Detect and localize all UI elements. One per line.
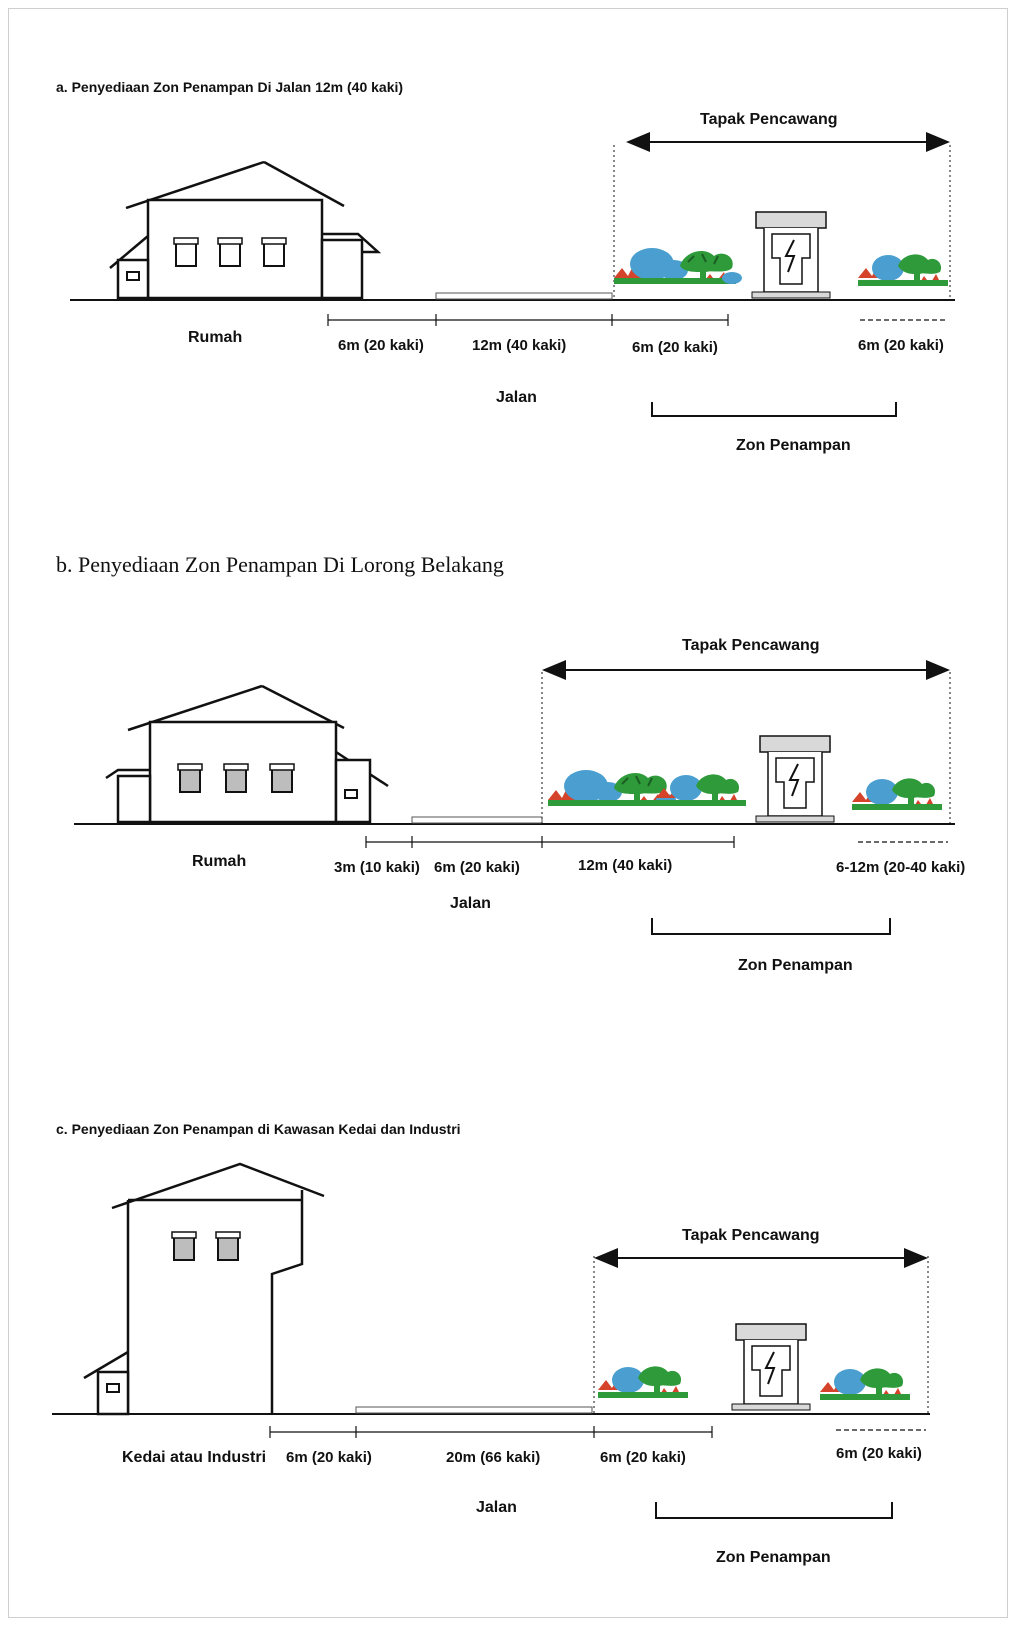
- panel-c-title: c. Penyediaan Zon Penampan di Kawasan Ke…: [56, 1121, 461, 1137]
- panel-b-zone-bracket: [651, 918, 891, 935]
- panel-c-dim-3: 6m (20 kaki): [600, 1449, 686, 1466]
- panel-b-vegetation-3: [852, 778, 942, 810]
- panel-c-zone-bracket: [655, 1502, 893, 1519]
- panel-c-road: [355, 1406, 593, 1414]
- panel-a-window-1: [173, 237, 199, 267]
- panel-c-zone-label: Zon Penampan: [716, 1549, 831, 1566]
- panel-a: a. Penyediaan Zon Penampan Di Jalan 12m …: [56, 79, 955, 454]
- panel-a-vegetation-left: [613, 247, 743, 285]
- panel-c-vegetation-left: [598, 1366, 688, 1398]
- panel-a-substation: [751, 211, 831, 299]
- panel-a-site-label: Tapak Pencawang: [700, 111, 838, 128]
- panel-b-zone-label: Zon Penampan: [738, 957, 853, 974]
- panel-b-vegetation-2: [656, 774, 746, 806]
- panel-b-dim-1: 3m (10 kaki): [334, 859, 420, 876]
- panel-b-house: [105, 684, 389, 824]
- panel-a-building-label: Rumah: [188, 329, 242, 346]
- panel-b-substation: [755, 735, 835, 823]
- panel-c-dim-4: 6m (20 kaki): [836, 1445, 922, 1462]
- panel-b-dim-4: 6-12m (20-40 kaki): [836, 859, 965, 876]
- panel-c-substation: [731, 1323, 811, 1411]
- panel-a-road-label: Jalan: [496, 389, 537, 406]
- panel-c-site-label: Tapak Pencawang: [682, 1227, 820, 1244]
- panel-b-building-label: Rumah: [192, 853, 246, 870]
- panel-b-window-3: [269, 763, 295, 793]
- panel-a-zone-bracket: [651, 402, 897, 417]
- panel-a-dim-3: 6m (20 kaki): [632, 339, 718, 356]
- panel-a-dim-4: 6m (20 kaki): [858, 337, 944, 354]
- panel-a-zone-label: Zon Penampan: [736, 437, 851, 454]
- panel-b: b. Penyediaan Zon Penampan Di Lorong Bel…: [56, 552, 965, 974]
- panel-b-road-label: Jalan: [450, 895, 491, 912]
- panel-a-window-3: [261, 237, 287, 267]
- panel-b-road: [411, 816, 543, 824]
- panel-c-dim-2: 20m (66 kaki): [446, 1449, 540, 1466]
- panel-b-dim-2: 6m (20 kaki): [434, 859, 520, 876]
- panel-c-road-label: Jalan: [476, 1499, 517, 1516]
- panel-a-road: [435, 292, 613, 300]
- panel-c-dim-lines: [269, 1426, 926, 1438]
- panel-b-site-label: Tapak Pencawang: [682, 637, 820, 654]
- panel-a-dim-2: 12m (40 kaki): [472, 337, 566, 354]
- panel-c-window-1: [171, 1231, 197, 1261]
- panel-a-dim-lines: [327, 314, 948, 326]
- panel-b-dim-3: 12m (40 kaki): [578, 857, 672, 874]
- panel-a-house: [109, 160, 382, 300]
- panel-b-window-1: [177, 763, 203, 793]
- panel-a-dim-1: 6m (20 kaki): [338, 337, 424, 354]
- figure-frame: [8, 8, 1008, 1618]
- panel-c-dim-1: 6m (20 kaki): [286, 1449, 372, 1466]
- panel-a-window-2: [217, 237, 243, 267]
- panel-b-window-2: [223, 763, 249, 793]
- panel-c-vegetation-right: [820, 1368, 910, 1400]
- panel-a-vegetation-right: [858, 254, 948, 286]
- panel-c: c. Penyediaan Zon Penampan di Kawasan Ke…: [52, 1121, 930, 1566]
- panel-c-window-2: [215, 1231, 241, 1261]
- panel-c-building: [83, 1162, 325, 1416]
- panel-a-title: a. Penyediaan Zon Penampan Di Jalan 12m …: [56, 79, 403, 95]
- panel-c-building-label: Kedai atau Industri: [122, 1449, 266, 1466]
- panel-b-title: b. Penyediaan Zon Penampan Di Lorong Bel…: [56, 552, 504, 577]
- panel-b-dim-lines: [365, 836, 948, 848]
